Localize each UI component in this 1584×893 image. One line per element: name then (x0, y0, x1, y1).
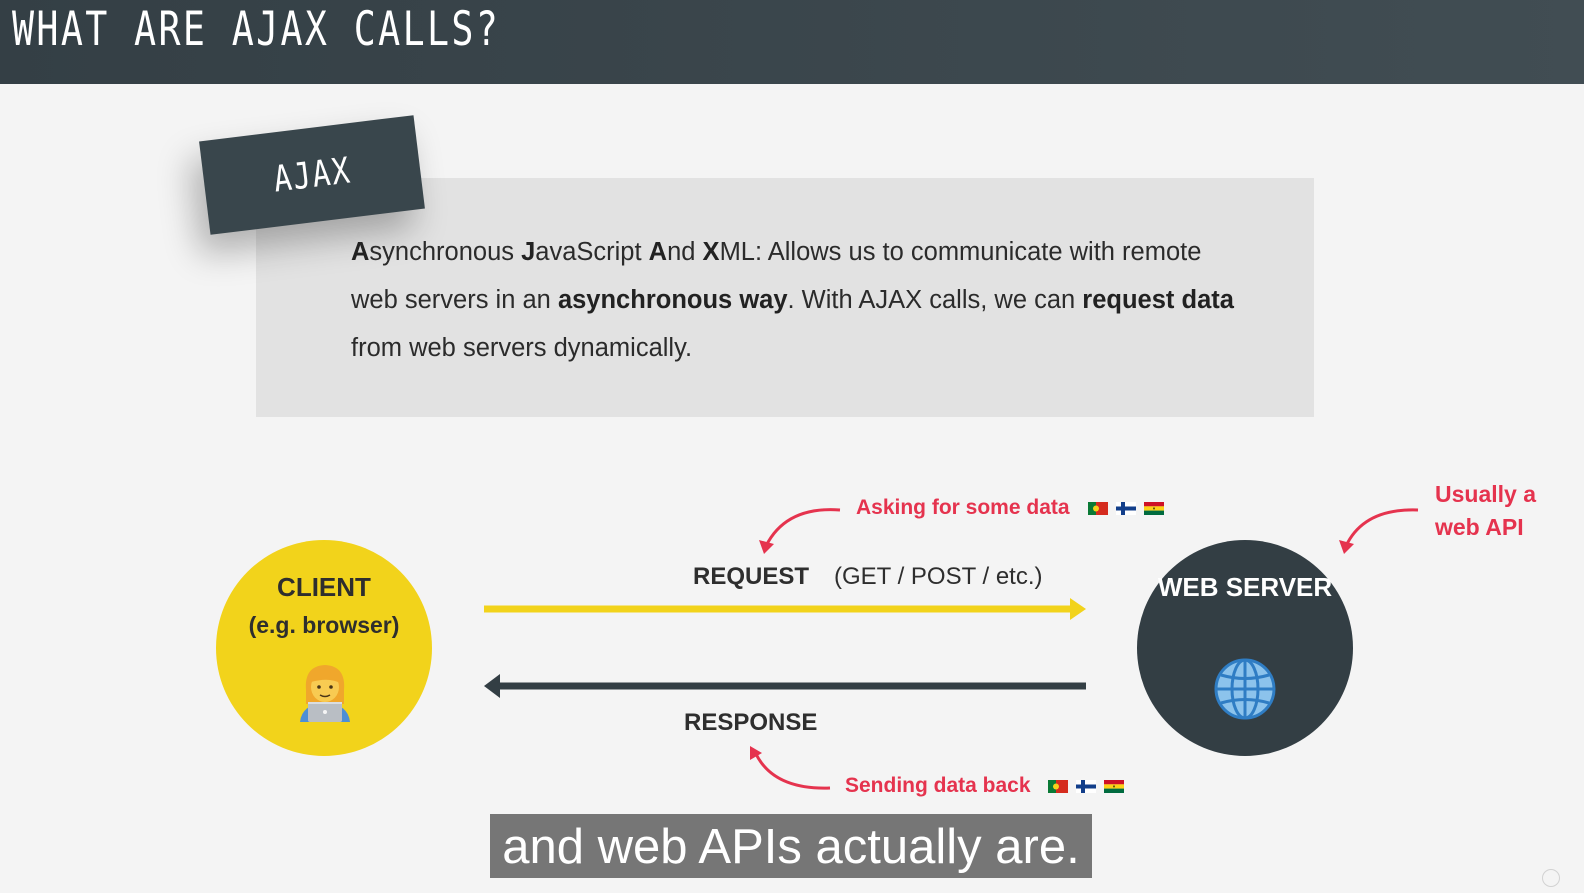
person-with-laptop-icon (300, 665, 350, 722)
server-title: WEB SERVER (1157, 572, 1333, 602)
server-circle (1137, 540, 1353, 756)
definition-text-run: nd (667, 238, 703, 266)
header-bar: WHAT ARE AJAX CALLS? (0, 0, 1584, 84)
definition-text-run: . With AJAX calls, we can (787, 286, 1083, 314)
definition-text: Asynchronous JavaScript And XML: Allows … (351, 228, 1251, 372)
definition-text-run: avaScript (535, 238, 649, 266)
server-note-curved-arrow (1339, 508, 1419, 554)
definition-text-run: from web servers dynamically. (351, 334, 693, 362)
finland-flag-icon (1116, 502, 1136, 515)
video-subtitle: and web APIs actually are. (490, 814, 1092, 878)
portugal-flag-icon (1088, 502, 1108, 515)
request-note-curved-arrow (759, 508, 841, 554)
request-label: REQUEST (693, 563, 810, 590)
client-subtitle: (e.g. browser) (248, 612, 400, 638)
response-label: RESPONSE (684, 709, 818, 736)
response-note-curved-arrow (750, 746, 831, 790)
request-flags (1088, 502, 1164, 515)
response-note: Sending data back (845, 774, 1031, 797)
definition-bold-run: X (702, 238, 720, 266)
watermark-icon (1542, 869, 1560, 887)
request-note: Asking for some data (856, 496, 1070, 519)
definition-bold-run: A (351, 238, 370, 266)
definition-bold-run: request data (1082, 286, 1234, 314)
ghana-flag-icon (1104, 780, 1124, 793)
ghana-flag-icon (1144, 502, 1164, 515)
definition-bold-run: asynchronous way (557, 286, 788, 314)
server-note: Usually a web API (1435, 481, 1536, 540)
finland-flag-icon (1076, 780, 1096, 793)
client-title: CLIENT (277, 572, 371, 602)
globe-icon (1214, 658, 1276, 720)
definition-text-run: synchronous (369, 238, 522, 266)
definition-text-run: ML: Allows us to communicate with remote… (351, 238, 1202, 314)
definition-bold-run: A (648, 238, 668, 266)
definition-bold-run: J (521, 238, 536, 266)
ajax-tag-label: AJAX (270, 149, 354, 201)
request-arrow (484, 598, 1086, 620)
response-flags (1048, 780, 1124, 793)
response-arrow (484, 674, 1086, 698)
definition-box (256, 178, 1314, 417)
request-methods: (GET / POST / etc.) (834, 563, 1043, 590)
portugal-flag-icon (1048, 780, 1068, 793)
page-title: WHAT ARE AJAX CALLS? (12, 2, 501, 57)
